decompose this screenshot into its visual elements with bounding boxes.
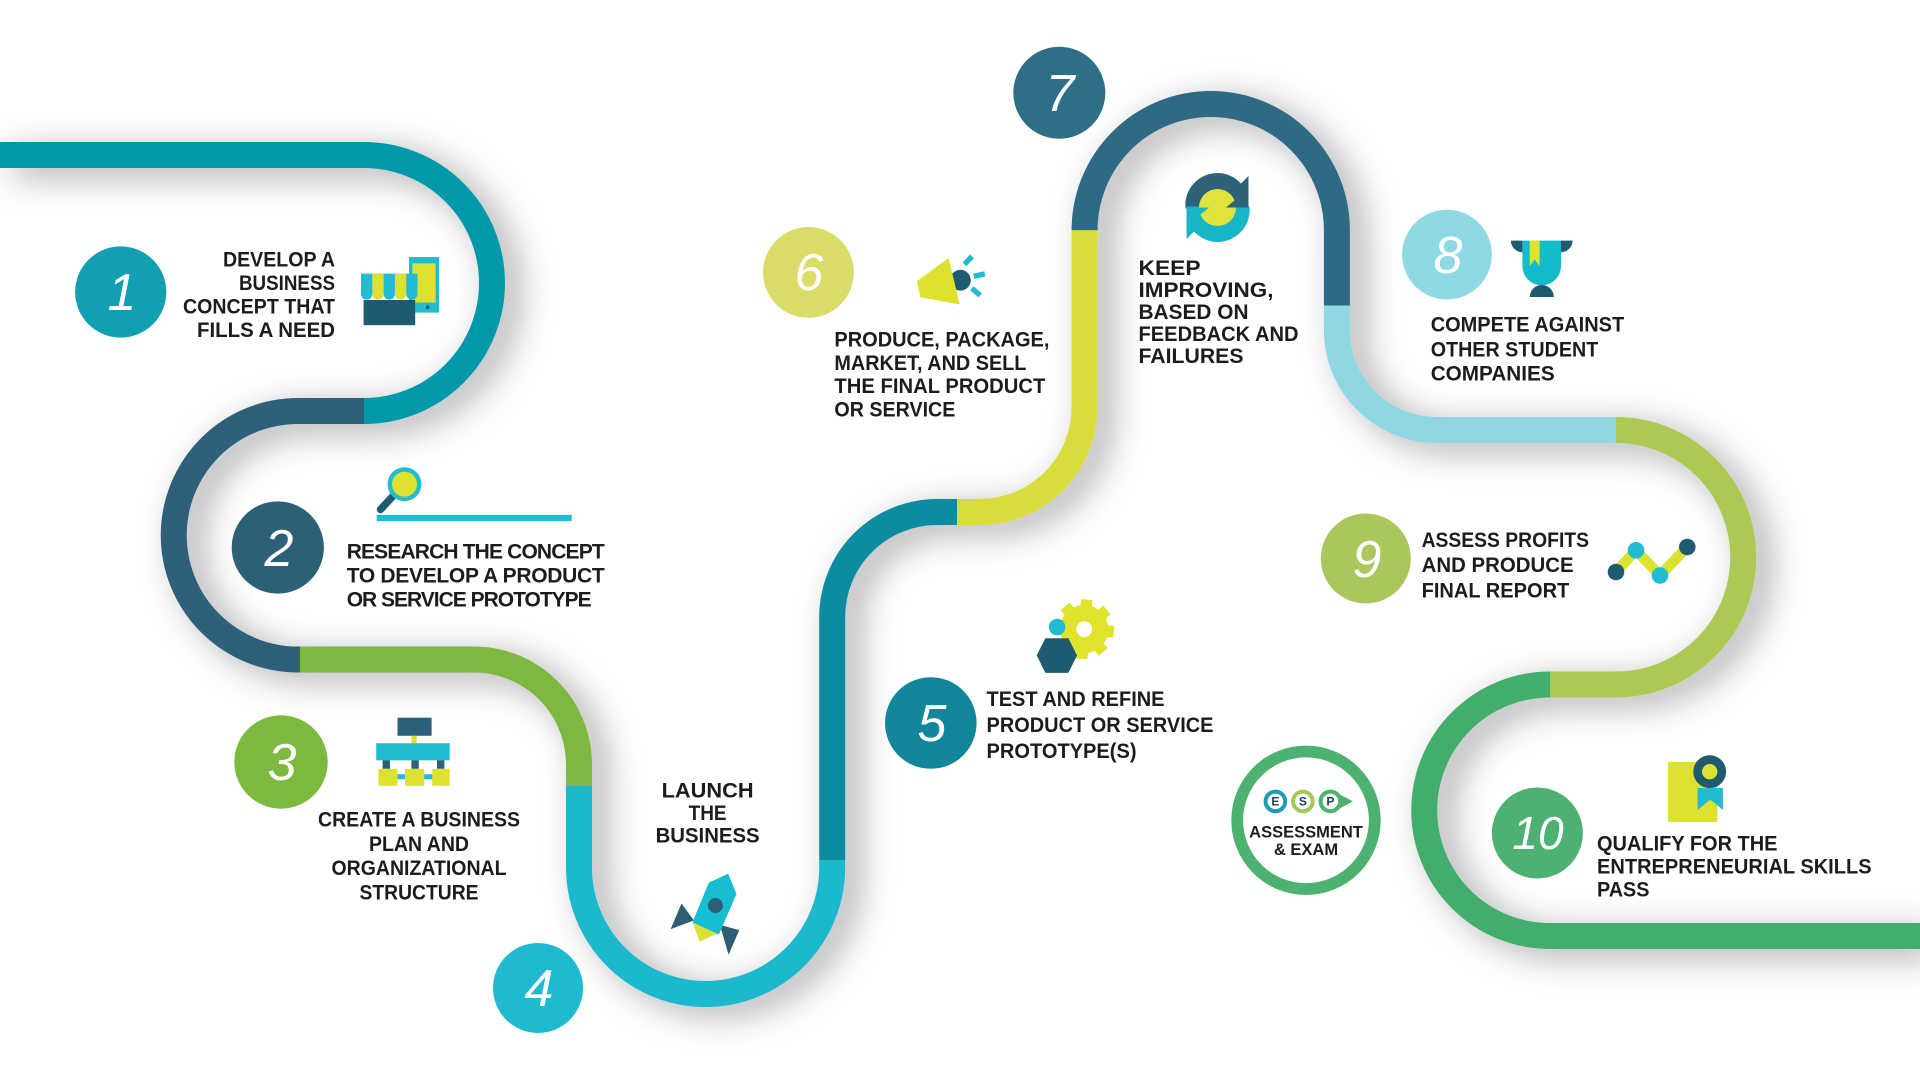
svg-text:THE FINAL PRODUCT: THE FINAL PRODUCT — [834, 375, 1045, 398]
svg-text:TEST AND REFINE: TEST AND REFINE — [987, 688, 1165, 711]
svg-text:PROTOTYPE(S): PROTOTYPE(S) — [987, 740, 1137, 763]
svg-text:AND PRODUCE: AND PRODUCE — [1422, 554, 1574, 577]
svg-text:ASSESSMENT: ASSESSMENT — [1249, 824, 1363, 842]
svg-text:9: 9 — [1353, 531, 1382, 589]
svg-text:RESEARCH THE CONCEPT: RESEARCH THE CONCEPT — [347, 540, 605, 563]
svg-text:IMPROVING,: IMPROVING, — [1139, 279, 1274, 302]
svg-text:MARKET, AND SELL: MARKET, AND SELL — [834, 352, 1026, 375]
svg-text:7: 7 — [1046, 65, 1077, 123]
svg-text:CREATE A BUSINESS: CREATE A BUSINESS — [318, 808, 520, 831]
svg-text:CONCEPT THAT: CONCEPT THAT — [183, 296, 335, 319]
svg-text:ASSESS PROFITS: ASSESS PROFITS — [1422, 529, 1589, 552]
svg-text:PLAN AND: PLAN AND — [369, 833, 469, 856]
svg-text:THE: THE — [689, 802, 727, 825]
svg-text:PASS: PASS — [1597, 878, 1650, 901]
svg-text:LAUNCH: LAUNCH — [662, 780, 754, 803]
svg-text:COMPANIES: COMPANIES — [1431, 363, 1555, 386]
svg-text:ENTREPRENEURIAL SKILLS: ENTREPRENEURIAL SKILLS — [1597, 855, 1872, 878]
svg-text:8: 8 — [1434, 227, 1463, 285]
svg-text:FILLS A NEED: FILLS A NEED — [197, 319, 335, 342]
svg-text:1: 1 — [108, 264, 137, 322]
svg-text:OTHER STUDENT: OTHER STUDENT — [1431, 339, 1599, 362]
svg-text:KEEP: KEEP — [1139, 257, 1201, 280]
svg-text:S: S — [1299, 795, 1307, 809]
svg-text:COMPETE AGAINST: COMPETE AGAINST — [1431, 314, 1625, 337]
svg-text:FINAL REPORT: FINAL REPORT — [1422, 579, 1570, 602]
svg-text:PRODUCE, PACKAGE,: PRODUCE, PACKAGE, — [834, 328, 1049, 351]
svg-text:DEVELOP A: DEVELOP A — [223, 249, 335, 272]
svg-text:10: 10 — [1512, 807, 1564, 859]
svg-text:BASED ON: BASED ON — [1139, 301, 1249, 324]
svg-text:ORGANIZATIONAL: ORGANIZATIONAL — [332, 857, 507, 880]
svg-text:6: 6 — [795, 244, 824, 302]
svg-text:P: P — [1326, 795, 1334, 809]
svg-text:3: 3 — [268, 734, 297, 792]
svg-text:PRODUCT OR SERVICE: PRODUCT OR SERVICE — [987, 714, 1214, 737]
svg-text:STRUCTURE: STRUCTURE — [360, 882, 479, 905]
svg-text:& EXAM: & EXAM — [1274, 841, 1338, 859]
svg-text:BUSINESS: BUSINESS — [656, 825, 760, 848]
svg-text:FAILURES: FAILURES — [1139, 345, 1244, 368]
svg-text:E: E — [1271, 795, 1279, 809]
svg-text:FEEDBACK AND: FEEDBACK AND — [1139, 323, 1299, 346]
svg-text:BUSINESS: BUSINESS — [239, 272, 335, 295]
svg-text:TO DEVELOP A PRODUCT: TO DEVELOP A PRODUCT — [347, 565, 605, 588]
svg-text:5: 5 — [918, 695, 948, 753]
svg-text:4: 4 — [525, 960, 554, 1018]
svg-text:QUALIFY FOR THE: QUALIFY FOR THE — [1597, 833, 1778, 856]
svg-text:2: 2 — [264, 520, 294, 578]
svg-text:OR SERVICE: OR SERVICE — [834, 399, 955, 422]
svg-text:OR SERVICE PROTOTYPE: OR SERVICE PROTOTYPE — [347, 589, 592, 612]
